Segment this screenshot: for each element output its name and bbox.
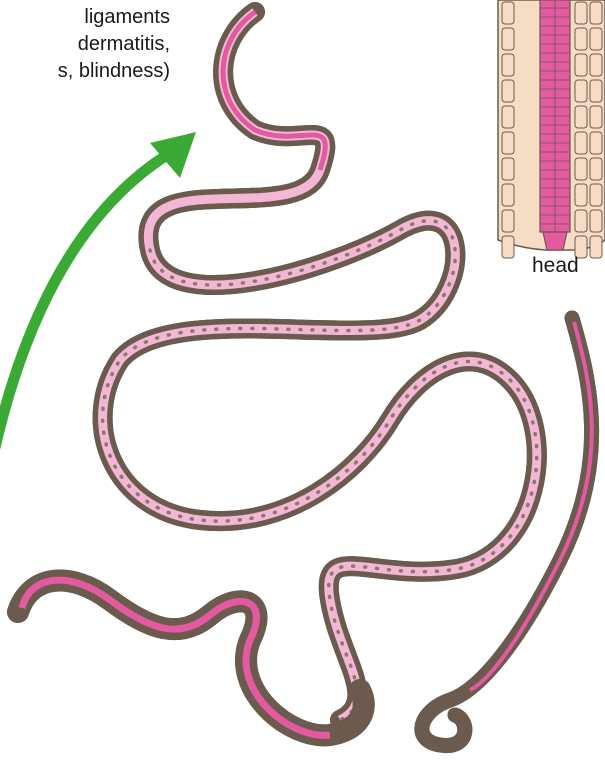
cell bbox=[502, 106, 514, 128]
cell bbox=[575, 80, 587, 102]
cell bbox=[590, 54, 602, 76]
cell bbox=[575, 184, 587, 206]
cell bbox=[590, 132, 602, 154]
caption-line: s, blindness) bbox=[0, 58, 170, 85]
lower-worm bbox=[18, 580, 364, 735]
cell bbox=[502, 28, 514, 50]
head-label: head bbox=[532, 254, 579, 278]
cell bbox=[590, 184, 602, 206]
cell bbox=[590, 158, 602, 180]
head-closeup bbox=[498, 0, 605, 258]
coiled-adult-worm bbox=[103, 12, 537, 720]
caption-line: ligaments bbox=[0, 4, 170, 31]
cell bbox=[502, 158, 514, 180]
cell bbox=[575, 28, 587, 50]
cell bbox=[502, 236, 514, 258]
head-gut-segments bbox=[540, 0, 570, 232]
cell bbox=[575, 2, 587, 24]
cell bbox=[590, 210, 602, 232]
cell bbox=[590, 28, 602, 50]
cell bbox=[575, 106, 587, 128]
cell bbox=[590, 2, 602, 24]
cell bbox=[502, 80, 514, 102]
cell bbox=[575, 210, 587, 232]
infection-caption: ligaments dermatitis, s, blindness) bbox=[0, 4, 170, 85]
cell bbox=[575, 132, 587, 154]
cell bbox=[502, 184, 514, 206]
cell bbox=[502, 132, 514, 154]
cell bbox=[502, 2, 514, 24]
cell bbox=[590, 106, 602, 128]
cell bbox=[502, 210, 514, 232]
cell bbox=[575, 54, 587, 76]
cell bbox=[590, 80, 602, 102]
cell bbox=[502, 54, 514, 76]
cell bbox=[575, 158, 587, 180]
caption-line: dermatitis, bbox=[0, 31, 170, 58]
cell bbox=[590, 236, 602, 258]
